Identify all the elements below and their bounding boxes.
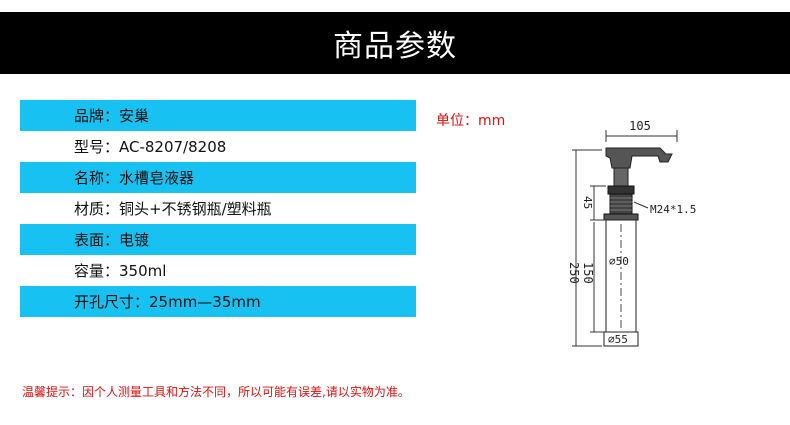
dim-body-height: 150 [581,262,595,284]
dia-body: ∅50 [609,255,629,268]
pump-head [605,147,673,169]
disclaimer-note: 温馨提示：因个人测量工具和方法不同，所以可能有误差,请以实物为准。 [22,385,410,399]
spec-row-brand: 品牌：安巢 [20,100,416,131]
spec-row-capacity: 容量：350ml [20,255,416,286]
bottle-base [603,331,639,347]
thread-section [609,193,633,215]
bottle-cap [603,213,639,221]
page-title: 商品参数 [333,29,457,64]
spec-text: 品牌：安巢 [74,107,150,125]
spec-text: 容量：350ml [74,262,167,280]
spec-text: 型号：AC-8207/8208 [74,138,227,156]
header-bar: 商品参数 [0,12,790,74]
thread-spec: M24*1.5 [650,203,696,216]
dim-neck-height: 45 [581,196,594,209]
unit-label: 单位：mm [436,113,506,129]
spec-text: 表面：电镀 [74,231,150,249]
spec-text: 材质：铜头+不锈钢瓶/塑料瓶 [74,200,272,218]
spec-row-material: 材质：铜头+不锈钢瓶/塑料瓶 [20,193,416,224]
spec-text: 开孔尺寸：25mm—35mm [74,293,261,311]
pump-stem [613,167,629,187]
spec-row-name: 名称：水槽皂液器 [20,162,416,193]
spec-table: 品牌：安巢 型号：AC-8207/8208 名称：水槽皂液器 材质：铜头+不锈钢… [20,100,416,317]
spec-row-model: 型号：AC-8207/8208 [20,131,416,162]
thread-nut [607,185,635,195]
spec-text: 名称：水槽皂液器 [74,169,195,187]
spec-row-hole-size: 开孔尺寸：25mm—35mm [20,286,416,317]
spec-row-surface: 表面：电镀 [20,224,416,255]
dim-top-width: 105 [629,119,651,133]
dia-base: ∅55 [608,333,628,346]
dim-total-height: 250 [567,262,581,284]
dimension-diagram: 105 M24*1.5 250 45 150 ∅50 ∅55 [567,119,696,347]
